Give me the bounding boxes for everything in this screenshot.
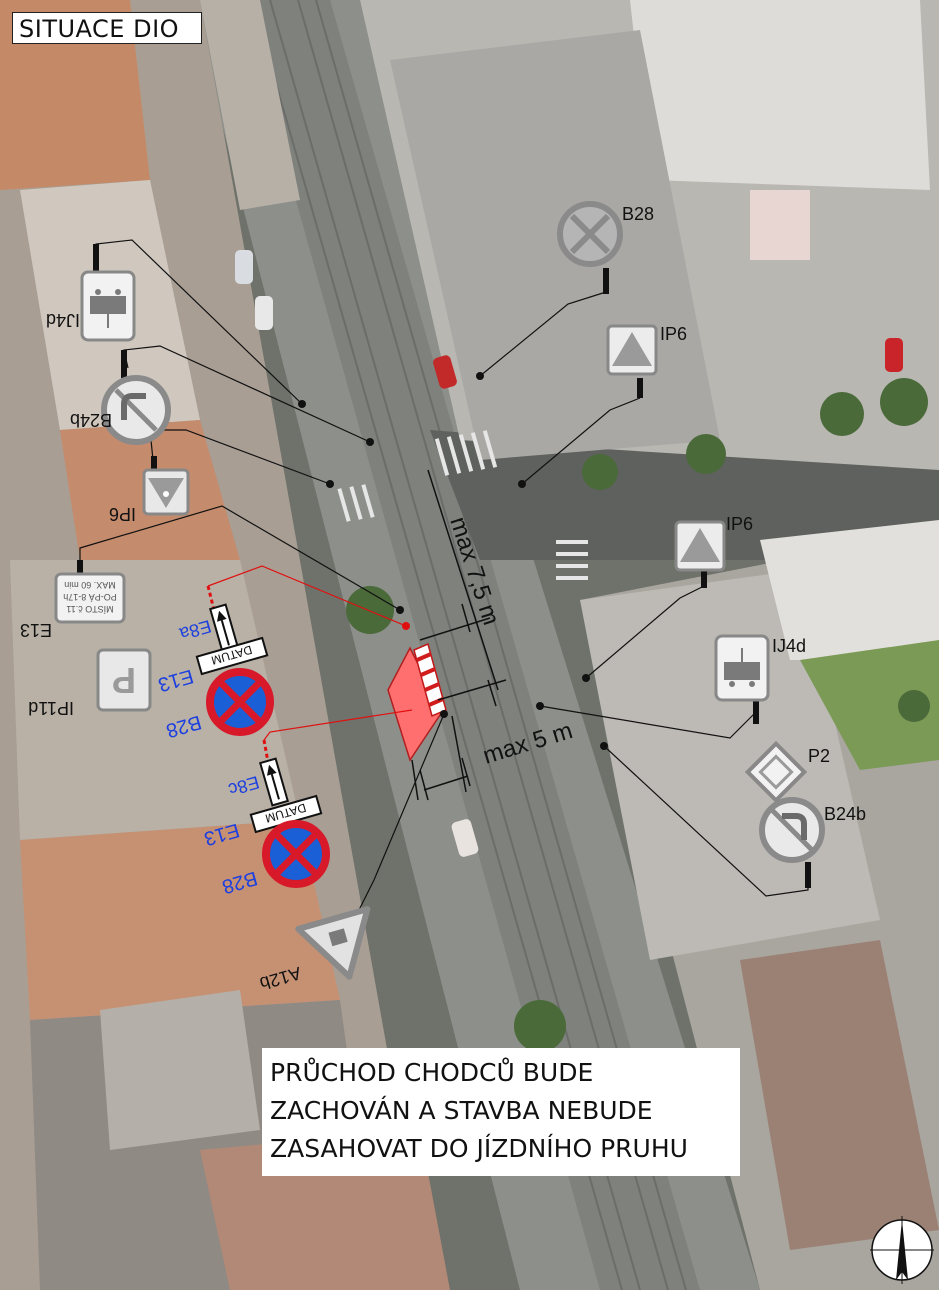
parked-cars [235,250,903,857]
side-street [430,430,939,560]
sign-datum-b: DATUM [249,794,323,834]
svg-text:P: P [112,660,136,701]
sign-b28-a [206,668,274,736]
map-title: SITUACE DIO [12,12,202,44]
label-b28-top: B28 [622,204,654,224]
e13-line-3: MAX. 60 min [64,580,116,590]
sign-p2 [744,740,808,804]
sign-b28-b [262,820,330,888]
label-ip11d: IP11d [28,698,74,718]
sign-ip6-right [674,520,726,572]
red-leader-lines [206,565,413,763]
label-ip6-right: IP6 [726,514,753,534]
north-arrow-icon [870,1216,934,1284]
e13-line-2: PO-PÁ 8-17h [63,592,117,602]
roof-14 [100,990,260,1150]
sign-b24b-right [759,797,825,863]
sign-b24b-left [101,375,171,445]
work-zone-barrier [413,642,447,718]
garden [800,640,939,770]
roof-9 [750,190,810,260]
label-ij4d-left: IJ4d [46,310,80,330]
sign-ip11d: P [96,648,152,712]
label-b24b-right: B24b [824,804,866,824]
label-p2: P2 [808,746,830,766]
roof-5 [20,820,340,1020]
note-line-1: PRŮCHOD CHODCŮ BUDE [270,1058,594,1087]
note-line-2: ZACHOVÁN A STAVBA NEBUDE [270,1096,653,1125]
leader-lines [79,239,809,937]
roof-11 [740,940,939,1250]
sign-ip6-left [142,468,190,516]
sign-ip6-top [606,324,658,376]
sidewalk-left [200,0,300,210]
sign-ij4d-left [80,270,136,342]
sign-b28-top [557,201,623,267]
note-line-3: ZASAHOVAT DO JÍZDNÍHO PRUHU [270,1134,688,1163]
red-dot [402,622,410,630]
label-e13-left: E13 [20,620,52,640]
sign-e13-left: MÍSTO č.11 PO-PÁ 8-17h MAX. 60 min [54,572,126,624]
e13-line-1: MÍSTO č.11 [66,604,113,614]
note-box: PRŮCHOD CHODCŮ BUDE ZACHOVÁN A STAVBA NE… [262,1048,740,1176]
sign-e8c [259,757,289,807]
label-b24b-left: B24b [70,410,112,430]
roof-12 [760,520,939,660]
label-ij4d-right: IJ4d [772,636,806,656]
crosswalks [337,430,588,580]
roof-7 [630,0,930,190]
label-ip6-left: IP6 [109,504,136,524]
label-ip6-top: IP6 [660,324,687,344]
sign-a12b [295,906,371,980]
sign-ij4d-right [714,634,770,702]
roof-1 [0,0,150,190]
trees [346,378,930,1052]
tram-tracks [240,0,700,1290]
leader-dots [298,372,608,750]
dimension-lines [411,469,507,801]
